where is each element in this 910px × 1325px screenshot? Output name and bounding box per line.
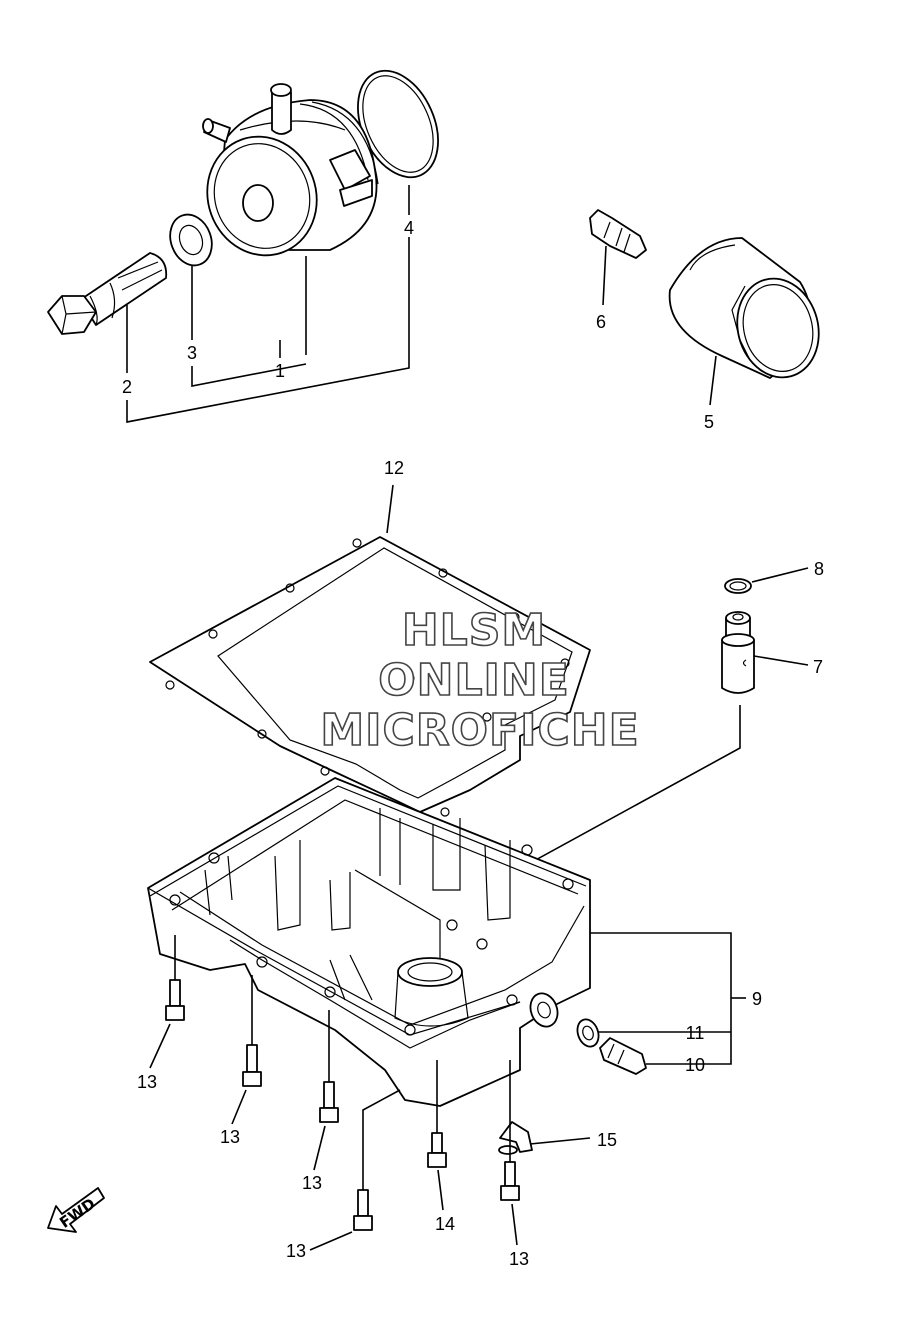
small-o-ring-icon[interactable] — [724, 578, 752, 594]
oil-pan-gasket-icon[interactable] — [149, 536, 591, 817]
callout-1: 1 — [275, 361, 285, 381]
fitting-stud-icon[interactable] — [589, 209, 647, 259]
o-ring-icon[interactable] — [342, 58, 453, 190]
washer-icon[interactable] — [163, 209, 218, 272]
callout-6: 6 — [596, 312, 606, 332]
leader-13c — [313, 1125, 326, 1171]
oil-cooler-icon[interactable] — [191, 83, 379, 271]
bolt-icon[interactable] — [242, 1044, 262, 1087]
leader-13d-up — [362, 1089, 401, 1190]
gasket-washer-icon[interactable] — [574, 1016, 602, 1049]
callout-9: 9 — [752, 989, 762, 1009]
oil-pan-icon[interactable] — [147, 777, 591, 1107]
leader-13d — [309, 1231, 353, 1251]
callout-13d: 13 — [286, 1241, 306, 1261]
leader-3-bracket — [191, 363, 307, 387]
leader-14 — [437, 1169, 444, 1211]
relief-valve-icon[interactable] — [721, 611, 755, 694]
forward-arrow-icon: FWD — [47, 1187, 105, 1233]
leader-13e — [511, 1203, 518, 1246]
oil-filter-cartridge-icon[interactable] — [668, 237, 830, 387]
drain-plug-icon[interactable] — [599, 1037, 647, 1075]
callout-8: 8 — [814, 559, 824, 579]
watermark-line1: HLSM — [402, 605, 546, 656]
leader-5 — [709, 355, 717, 406]
callout-13e: 13 — [509, 1249, 529, 1269]
callout-15: 15 — [597, 1130, 617, 1150]
leader-7 — [753, 655, 809, 666]
union-bolt-icon[interactable] — [47, 252, 168, 335]
callout-11: 11 — [686, 1023, 705, 1043]
watermark-line3: MICROFICHE — [320, 705, 639, 756]
callout-12: 12 — [384, 458, 404, 478]
callout-13a: 13 — [137, 1072, 157, 1092]
bolt-icon[interactable] — [500, 1161, 520, 1201]
leader-2-bracket — [126, 237, 410, 423]
callout-14: 14 — [435, 1214, 455, 1234]
callout-13b: 13 — [220, 1127, 240, 1147]
leader-6 — [602, 245, 607, 306]
leader-13b — [231, 1089, 247, 1125]
watermark: HLSM ONLINE MICROFICHE — [320, 604, 640, 757]
leader-7-to-pan — [489, 705, 741, 886]
watermark-line2: ONLINE — [378, 655, 570, 706]
leader-15 — [529, 1137, 591, 1145]
callout-13c: 13 — [302, 1173, 322, 1193]
clamp-icon[interactable] — [498, 1121, 533, 1155]
leader-8 — [751, 567, 809, 583]
bolt-icon[interactable] — [427, 1132, 447, 1168]
callout-5: 5 — [704, 412, 714, 432]
callout-3: 3 — [187, 343, 197, 363]
callout-7: 7 — [813, 657, 823, 677]
bolt-icon[interactable] — [319, 1081, 339, 1123]
leader-13a — [149, 1023, 171, 1069]
callout-2: 2 — [122, 377, 132, 397]
bolt-icon[interactable] — [353, 1189, 373, 1231]
leader-12 — [386, 484, 394, 534]
callout-10: 10 — [685, 1055, 705, 1075]
callout-4: 4 — [404, 218, 414, 238]
bolt-icon[interactable] — [165, 979, 185, 1021]
